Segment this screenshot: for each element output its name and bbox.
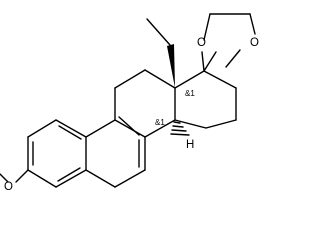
atom-oxygen-2: O bbox=[250, 37, 259, 49]
dioxolane-ring bbox=[201, 13, 256, 72]
ring-a bbox=[27, 119, 87, 188]
ring-c bbox=[114, 69, 176, 138]
atom-oxygen-1: O bbox=[197, 37, 206, 49]
methoxy-group bbox=[0, 169, 29, 183]
stereo-label-c14: &1 bbox=[155, 118, 165, 127]
molecule-diagram: O O O H &1 &1 bbox=[0, 13, 259, 193]
ring-b bbox=[85, 119, 146, 188]
atom-oxygen-3: O bbox=[4, 181, 13, 193]
stereo-label-c13: &1 bbox=[185, 89, 195, 98]
ring-d bbox=[174, 70, 237, 129]
ethyl-group bbox=[146, 18, 175, 88]
structure-canvas: O O O H &1 &1 bbox=[0, 13, 259, 193]
atom-hydrogen: H bbox=[186, 139, 194, 151]
hashed-bond-h bbox=[170, 121, 190, 136]
